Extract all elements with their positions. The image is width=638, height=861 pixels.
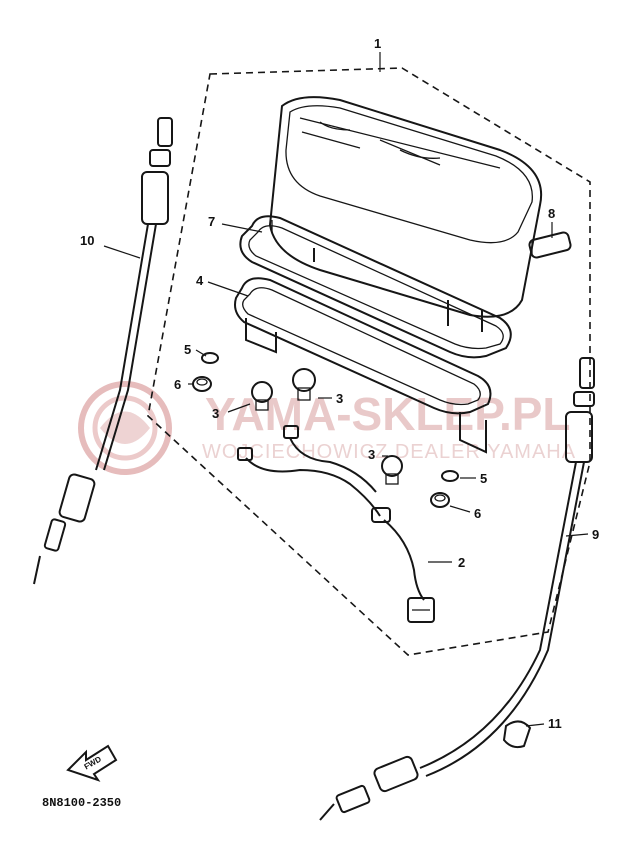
washer-nut-left: [192, 352, 219, 392]
callout-3b: 3: [336, 391, 343, 406]
callout-4: 4: [196, 273, 204, 288]
callout-7: 7: [208, 214, 215, 229]
callout-10: 10: [80, 233, 94, 248]
diagram-code: 8N8100-2350: [42, 796, 121, 810]
bulb-b: [292, 368, 316, 401]
assembly-boundary: [147, 67, 591, 656]
callout-3a: 3: [212, 406, 219, 421]
cable-left: [33, 117, 173, 585]
bulb-c: [381, 455, 403, 485]
callout-5b: 5: [480, 471, 487, 486]
watermark: YAMA-SKLEP.PL WOJCIECHOWICZ DEALER YAMAH…: [78, 381, 576, 475]
leader-lines: [103, 52, 589, 727]
callout-2: 2: [458, 555, 465, 570]
callout-6b: 6: [474, 506, 481, 521]
callout-6a: 6: [174, 377, 181, 392]
wire-harness: [237, 425, 435, 623]
gasket: [239, 215, 512, 359]
fwd-arrow-icon: FWD: [66, 744, 118, 782]
callout-9: 9: [592, 527, 599, 542]
callout-8: 8: [548, 206, 555, 221]
meter-housing: [268, 96, 572, 332]
watermark-subtext: WOJCIECHOWICZ DEALER YAMAHA: [202, 441, 576, 463]
callout-3c: 3: [368, 447, 375, 462]
callout-5a: 5: [184, 342, 191, 357]
cable-right: [319, 357, 595, 821]
callout-1: 1: [374, 36, 381, 51]
watermark-text: YAMA-SKLEP.PL: [205, 388, 571, 440]
bracket: [234, 277, 492, 454]
callout-11: 11: [548, 716, 562, 731]
callouts: 1 2 3 3 3 4 5 5 6 6 7 8 9 10 11: [80, 36, 599, 731]
washer-nut-right: [430, 470, 459, 508]
bulb-a: [251, 381, 273, 411]
